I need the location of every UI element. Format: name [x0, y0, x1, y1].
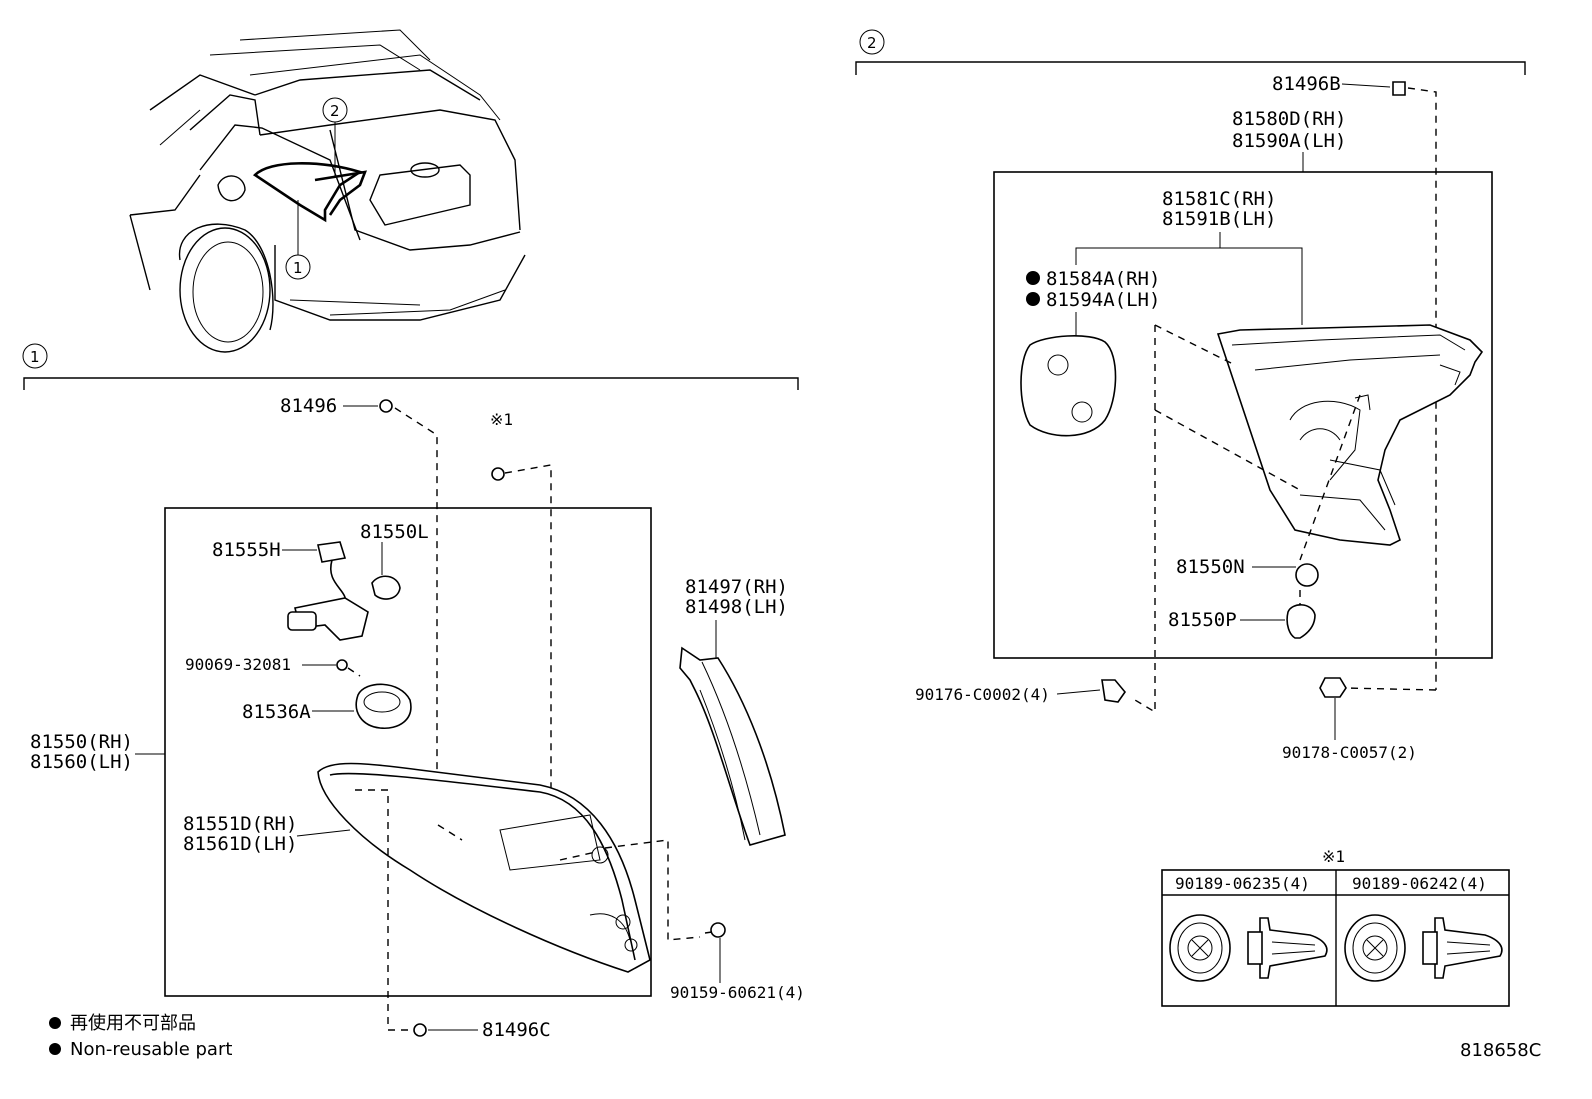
label-81496: 81496	[280, 395, 337, 417]
rear-lamp-inner	[1134, 324, 1484, 714]
clip-90189-06242	[1344, 914, 1503, 982]
lamp-gasket	[679, 646, 786, 846]
label-90176-C0002: 90176-C0002(4)	[915, 685, 1050, 704]
label-90178-C0057: 90178-C0057(2)	[1282, 743, 1417, 762]
clip-table-col2: 90189-06242(4)	[1352, 874, 1487, 893]
clip-90189-06235	[1169, 914, 1328, 982]
view-1-number: 1	[30, 348, 40, 366]
label-81560-lh: 81560(LH)	[30, 751, 133, 773]
label-81550-rh: 81550(RH)	[30, 731, 133, 753]
label-81555H: 81555H	[212, 539, 281, 561]
clip-table-note-mark: ※1	[1322, 847, 1345, 866]
label-81550P: 81550P	[1168, 609, 1237, 631]
car-overview: 2 1	[129, 29, 526, 353]
legend-non-reusable-jp: 再使用不可部品	[70, 1013, 196, 1034]
label-81580D-rh: 81580D(RH)	[1232, 108, 1346, 130]
label-81551D-rh: 81551D(RH)	[183, 813, 297, 835]
label-81591B-lh: 81591B(LH)	[1162, 208, 1276, 230]
label-81561D-lh: 81561D(LH)	[183, 833, 297, 855]
view-1: 1 81496 ※1 81555H 81550L 90069-32081	[22, 343, 805, 1041]
label-81550N: 81550N	[1176, 556, 1245, 578]
label-81496C: 81496C	[482, 1019, 551, 1041]
view-2: 2 81496B 81580D(RH) 81590A(LH) 81581C(RH…	[855, 29, 1526, 762]
legend-non-reusable-en: Non-reusable part	[70, 1039, 232, 1060]
clip-table-col1: 90189-06235(4)	[1175, 874, 1310, 893]
clip-table: ※1 90189-06235(4) 90189-06242(4)	[1161, 847, 1510, 1007]
label-81497-rh: 81497(RH)	[685, 576, 788, 598]
non-reusable-dot-81594A	[1026, 292, 1040, 306]
socket-harness	[287, 541, 369, 641]
non-reusable-dot-81584A	[1026, 271, 1040, 285]
label-81498-lh: 81498(LH)	[685, 596, 788, 618]
label-90159-60621: 90159-60621(4)	[670, 983, 805, 1002]
screw-90159	[704, 922, 726, 938]
label-81550L: 81550L	[360, 521, 429, 543]
label-81496B: 81496B	[1272, 73, 1341, 95]
diagram-code: 818658C	[1460, 1040, 1541, 1061]
lamp-gasket-inner	[1020, 335, 1117, 437]
label-81581C-rh: 81581C(RH)	[1162, 188, 1276, 210]
callout-2-overview: 2	[330, 102, 340, 120]
label-81584A-rh: 81584A(RH)	[1046, 268, 1160, 290]
legend-dot-en	[49, 1043, 61, 1055]
legend-dot-jp	[49, 1017, 61, 1029]
label-81594A-lh: 81594A(LH)	[1046, 289, 1160, 311]
callout-1-overview: 1	[293, 259, 303, 277]
label-81590A-lh: 81590A(LH)	[1232, 130, 1346, 152]
note1-mark-view1: ※1	[490, 410, 513, 429]
label-90069-32081: 90069-32081	[185, 655, 291, 674]
label-81536A: 81536A	[242, 701, 311, 723]
view-2-number: 2	[867, 34, 877, 52]
legend: 再使用不可部品 Non-reusable part	[49, 1013, 232, 1060]
rear-combination-lamp	[317, 762, 651, 1030]
